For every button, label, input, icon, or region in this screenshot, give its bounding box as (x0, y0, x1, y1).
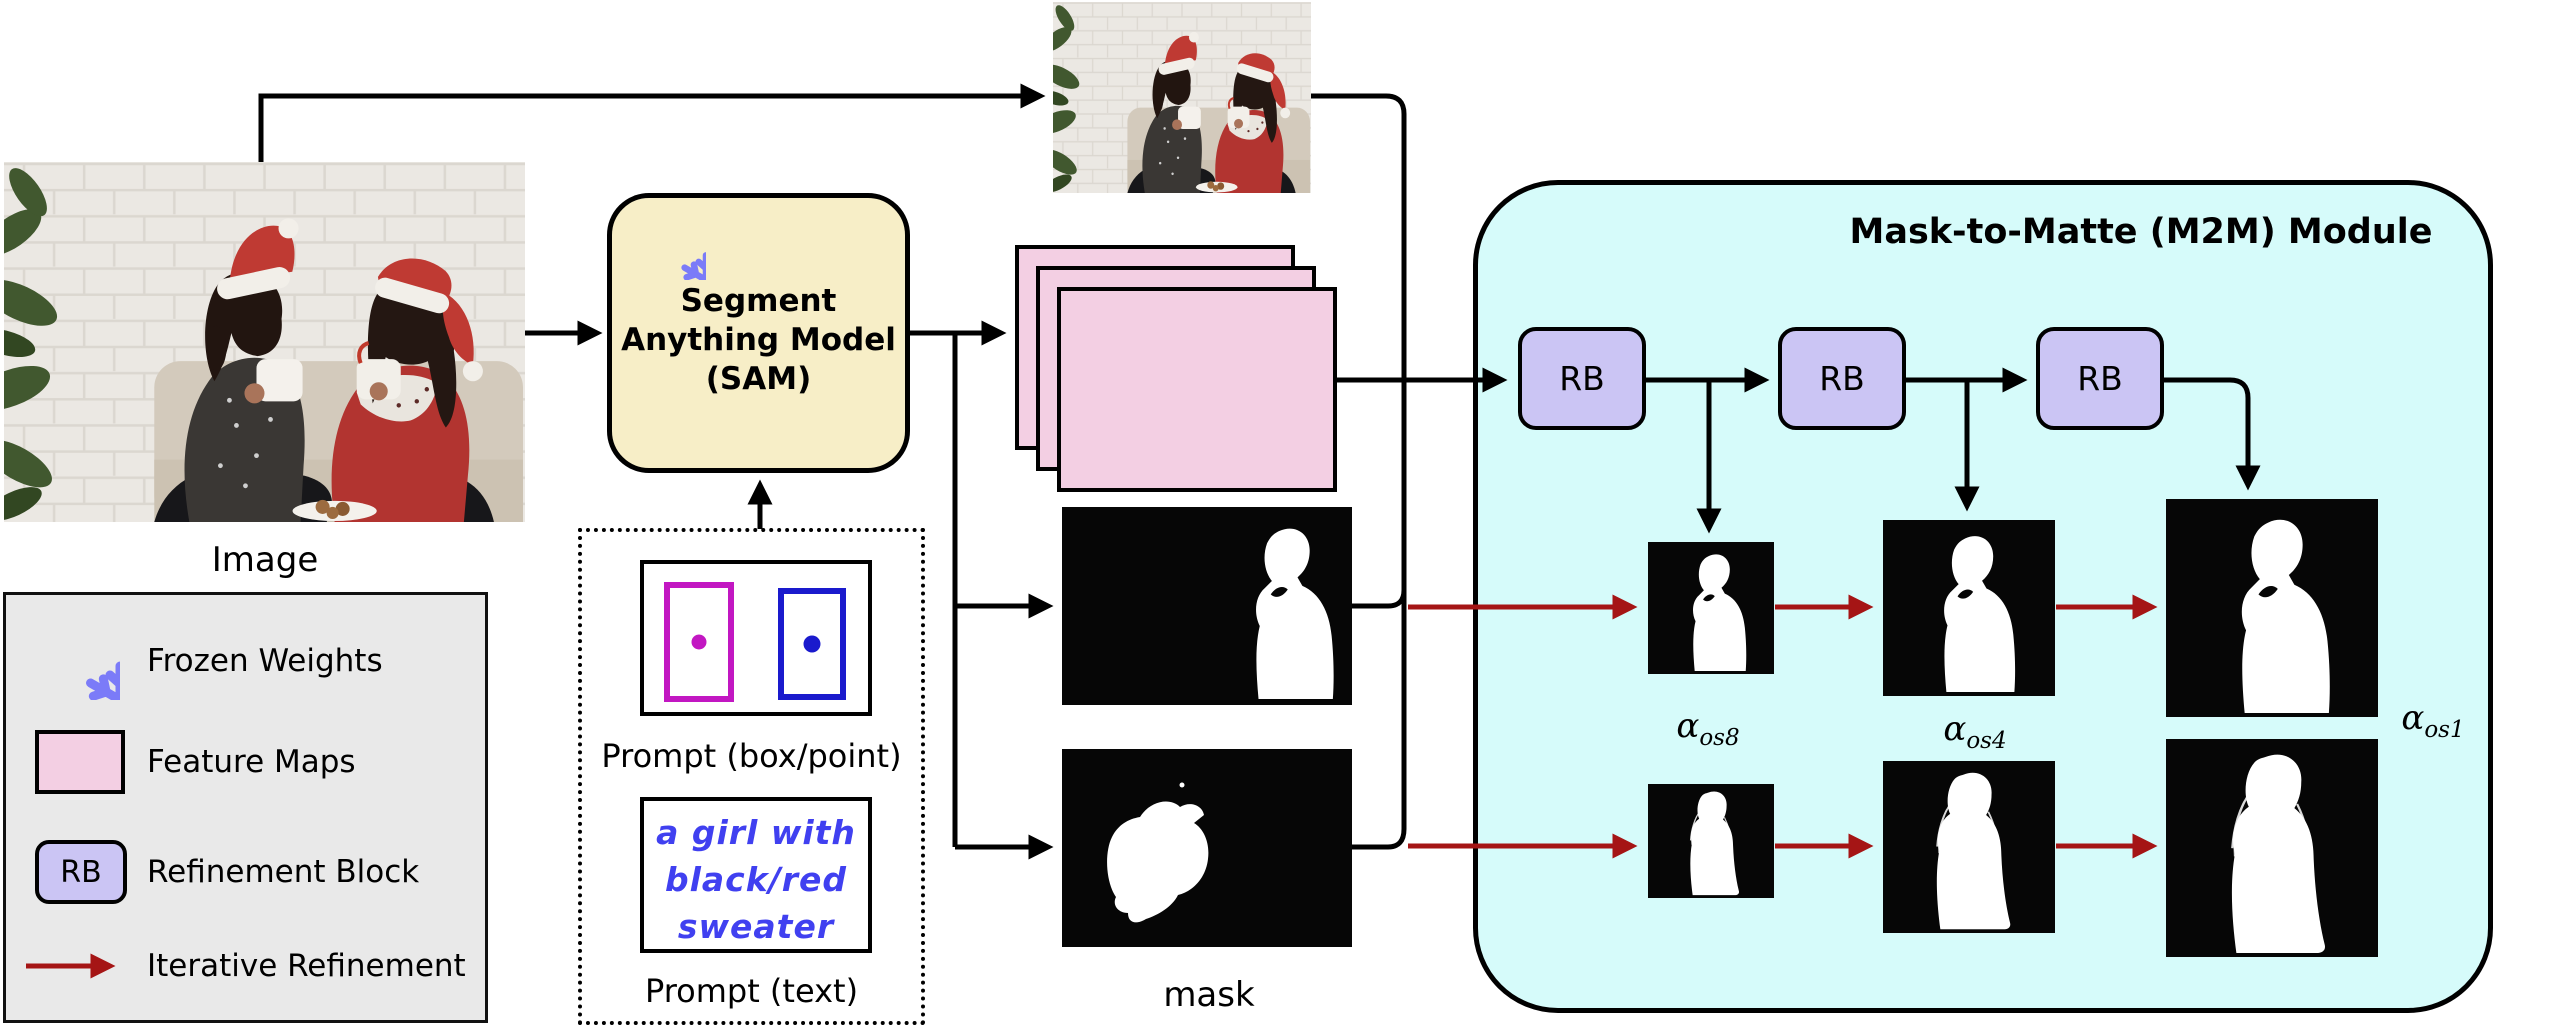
text-prompt-line3: sweater (677, 907, 835, 946)
legend-feature-maps-label: Feature Maps (147, 744, 356, 780)
blue-point-prompt (803, 635, 821, 653)
rb-block-2: RB (1778, 327, 1906, 430)
feature-maps-swatch (35, 730, 125, 794)
rb-block-3: RB (2036, 327, 2164, 430)
image-label: Image (211, 540, 319, 580)
line-mask2-up (1352, 380, 1407, 850)
legend-iterative-refinement-label: Iterative Refinement (147, 948, 466, 984)
frozen-weights-icon (648, 222, 706, 280)
mask-1-silhouette (1222, 513, 1344, 699)
matte-os1-bottom-silhouette (2179, 746, 2366, 953)
feature-map-layer-front (1057, 287, 1337, 492)
alpha-os1-sub: os1 (2424, 716, 2465, 743)
magenta-point-prompt (691, 634, 707, 650)
matte-os8-bottom-silhouette (1656, 787, 1767, 895)
box-point-prompt-panel (640, 560, 872, 716)
alpha-os4-base: α (1943, 709, 1967, 749)
matte-os1-top-silhouette (2179, 506, 2366, 713)
frozen-weights-legend-icon (40, 620, 120, 700)
alpha-os1-base: α (2401, 698, 2425, 738)
prompt-group: Prompt (box/point) a girl with black/red… (578, 528, 925, 1025)
matte-os4-top-silhouette (1893, 525, 2044, 692)
text-prompt-content: a girl with black/red sweater (644, 809, 868, 950)
text-prompt-line1: a girl with (656, 813, 856, 852)
alpha-os1-label: αos1 (2363, 698, 2503, 743)
sam-title-line2: Anything Model (621, 322, 896, 358)
line-mask1-up (1352, 589, 1407, 609)
magenta-box-prompt (664, 582, 734, 702)
input-image (4, 162, 525, 522)
matte-os1-bottom (2166, 739, 2378, 957)
legend-box (3, 592, 488, 1023)
m2m-module-title: Mask-to-Matte (M2M) Module (1849, 212, 2433, 252)
matte-os1-top (2166, 499, 2378, 717)
matte-os8-bottom (1648, 784, 1774, 898)
legend-refinement-block-label: Refinement Block (147, 854, 420, 890)
text-prompt-label: Prompt (text) (644, 972, 859, 1010)
alpha-os4-sub: os4 (1966, 727, 2007, 754)
box-point-prompt-label: Prompt (box/point) (601, 737, 902, 775)
alpha-os8-sub: os8 (1699, 724, 1740, 751)
refinement-block-swatch: RB (35, 840, 127, 904)
alpha-os4-label: αos4 (1905, 709, 2045, 754)
sam-title: Segment Anything Model (SAM) (612, 282, 905, 399)
sam-title-line1: Segment (680, 283, 837, 319)
mask-output-2 (1062, 749, 1352, 947)
matte-os4-bottom (1883, 761, 2055, 933)
legend-frozen-weights-label: Frozen Weights (147, 643, 383, 679)
matte-os8-top (1648, 542, 1774, 674)
alpha-os8-label: αos8 (1638, 706, 1778, 751)
text-prompt-line2: black/red (664, 860, 848, 899)
mask-2-silhouette (1107, 782, 1209, 923)
sam-title-line3: (SAM) (705, 361, 812, 397)
matte-os4-top (1883, 520, 2055, 696)
sam-block: Segment Anything Model (SAM) (607, 193, 910, 473)
text-prompt-panel: a girl with black/red sweater (640, 797, 872, 953)
matte-os4-bottom-silhouette (1893, 766, 2044, 929)
blue-box-prompt (778, 588, 846, 700)
matte-os8-top-silhouette (1656, 546, 1767, 671)
alpha-os8-base: α (1676, 706, 1700, 746)
arrow-image-to-thumbnail (258, 83, 1046, 162)
mask-output-1 (1062, 507, 1352, 705)
image-thumbnail (1053, 2, 1311, 193)
rb-block-1: RB (1518, 327, 1646, 430)
mask-label: mask (1163, 975, 1255, 1015)
